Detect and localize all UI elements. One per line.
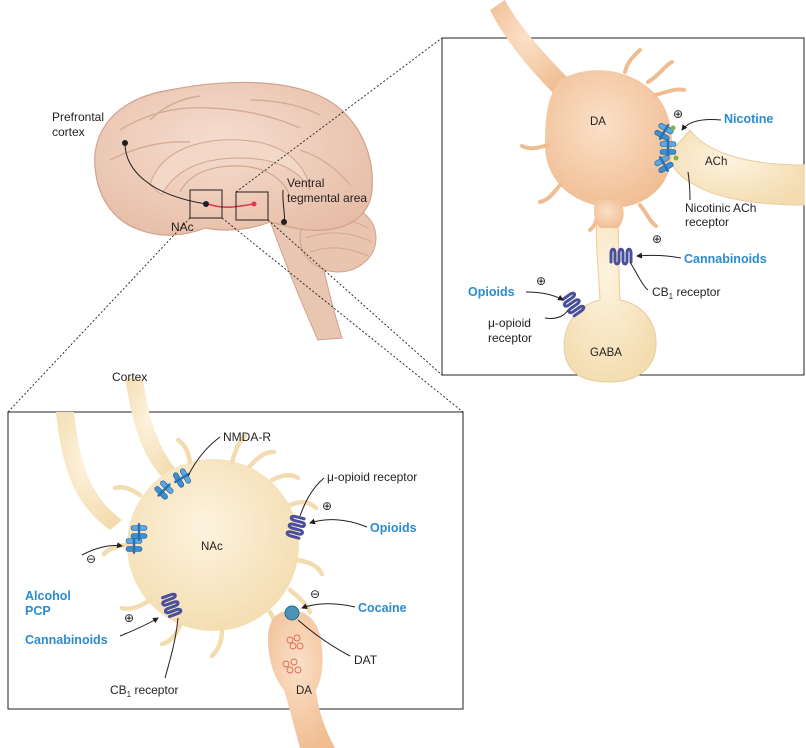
cannabinoids-plus-sign: ⊕ <box>652 232 662 246</box>
gaba-label: GABA <box>590 347 622 359</box>
nac-opioids-plus-sign: ⊕ <box>322 499 332 513</box>
nac-mu-receptor-label: μ-opioid receptor <box>327 470 417 484</box>
cortex-label: Cortex <box>112 370 147 384</box>
nmda-r-label: NMDA-R <box>223 430 271 444</box>
prefrontal-cortex-label: Prefrontal cortex <box>52 110 107 139</box>
nicotine-plus-sign: ⊕ <box>673 107 683 121</box>
nac-cannabinoids-plus-sign: ⊕ <box>124 611 134 625</box>
nac-cb1-receptor-label: CB1 receptor <box>110 683 178 699</box>
ach-label: ACh <box>705 156 727 168</box>
brain-nac-label: NAc <box>171 220 194 234</box>
vta-cb1-receptor-label: CB1 receptor <box>652 285 720 301</box>
cocaine-minus-sign: ⊖ <box>310 587 320 601</box>
nicotine-label: Nicotine <box>724 112 773 126</box>
opioids-plus-sign: ⊕ <box>536 274 546 288</box>
vta-mu-receptor-label: μ-opioid receptor <box>488 316 534 345</box>
dat-label: DAT <box>354 653 378 667</box>
nac-cell-label: NAc <box>201 541 223 553</box>
vta-opioids-label: Opioids <box>468 285 515 299</box>
nac-da-terminal-label: DA <box>296 685 312 697</box>
vta-cannabinoids-label: Cannabinoids <box>684 252 767 266</box>
alcohol-minus-sign: ⊖ <box>86 552 96 566</box>
nac-opioids-label: Opioids <box>370 521 417 535</box>
nac-cannabinoids-label: Cannabinoids <box>25 633 108 647</box>
brain-illustration <box>95 82 376 340</box>
vta-da-label: DA <box>590 116 606 128</box>
cocaine-label: Cocaine <box>358 601 407 615</box>
